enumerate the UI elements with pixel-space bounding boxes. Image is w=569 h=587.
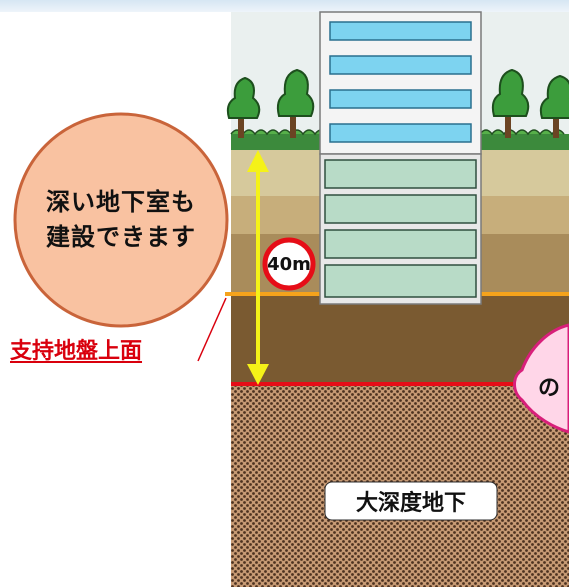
callout-line-1: 深い地下室も	[46, 188, 196, 216]
building-above-ground	[319, 11, 482, 155]
tree-icon	[539, 74, 569, 138]
deep-underground-label: 大深度地下	[355, 491, 466, 516]
support-ground-leader	[197, 297, 227, 362]
callout-line-2: 建設できます	[46, 223, 196, 251]
deep-underground-label-bg	[324, 481, 498, 521]
tree-icon	[491, 68, 530, 138]
support-ground-layer	[231, 294, 569, 384]
support-ground-surface-label: 支持地盤上面	[10, 339, 143, 364]
depth-sign	[262, 237, 316, 291]
callout-text: 深い地下室も 建設できます	[13, 112, 229, 328]
building-basement	[319, 153, 482, 305]
depth-arrow	[247, 150, 269, 385]
tree-icon	[226, 76, 261, 138]
tree-icon	[276, 68, 315, 138]
top-strip	[0, 0, 569, 12]
speech-bubble	[513, 323, 569, 434]
callout-circle	[13, 112, 229, 328]
speech-bubble-text: の	[538, 376, 561, 401]
depth-label: 40m	[267, 254, 311, 275]
